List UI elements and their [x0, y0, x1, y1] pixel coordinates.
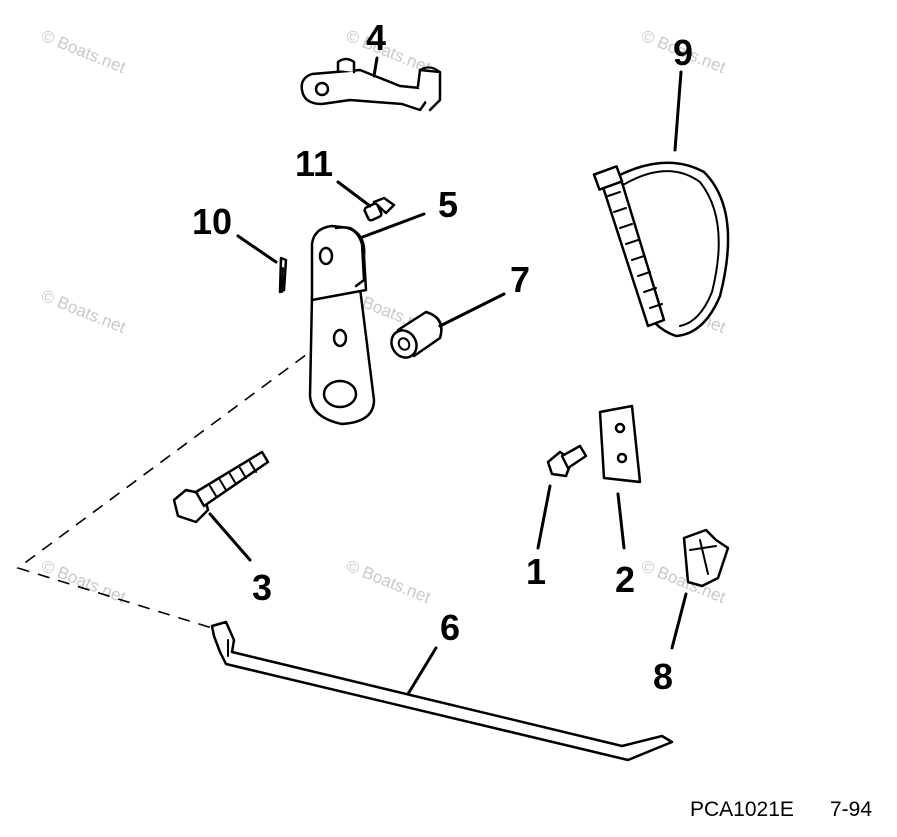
part-4-link-bracket — [300, 57, 442, 112]
callout-10: 10 — [192, 201, 232, 242]
leader-2 — [616, 492, 626, 550]
callout-11: 11 — [295, 143, 333, 184]
leader-6 — [406, 646, 438, 696]
leader-7 — [438, 292, 506, 328]
leader-9 — [673, 70, 683, 152]
callout-9: 9 — [673, 32, 693, 73]
leader-3 — [208, 512, 252, 562]
part-7-bushing — [390, 310, 443, 359]
callout-1: 1 — [526, 551, 546, 592]
watermark: © Boats.net — [344, 556, 434, 607]
part-8-clip — [682, 528, 730, 588]
part-11-screw — [363, 196, 396, 222]
drawing-code: PCA1021E — [690, 798, 794, 821]
part-6-rod — [210, 620, 674, 762]
leader-4 — [372, 56, 379, 78]
watermark: © Boats.net — [39, 556, 129, 607]
watermarks: © Boats.net © Boats.net © Boats.net © Bo… — [39, 26, 729, 607]
part-5-lever-arm — [308, 224, 376, 426]
callout-6: 6 — [440, 607, 460, 648]
callout-4: 4 — [366, 17, 386, 58]
drawing-date: 7-94 — [830, 798, 872, 821]
leader-5 — [358, 212, 426, 240]
callout-7: 7 — [510, 259, 530, 300]
part-1-screw — [546, 444, 588, 478]
callout-8: 8 — [653, 656, 673, 697]
leader-8 — [670, 592, 688, 650]
watermark: © Boats.net — [39, 286, 129, 337]
leader-10 — [236, 234, 278, 264]
callout-numbers: 4 9 11 5 10 7 3 1 2 8 6 — [192, 17, 693, 697]
part-10-cotter-pin — [278, 256, 288, 294]
watermark: © Boats.net — [39, 26, 129, 77]
part-9-strap — [592, 161, 730, 338]
leader-lines — [208, 56, 688, 696]
callout-3: 3 — [252, 567, 272, 608]
callout-2: 2 — [615, 559, 635, 600]
callout-5: 5 — [438, 184, 458, 225]
part-2-plate — [598, 404, 642, 484]
leader-11 — [336, 180, 372, 208]
part-3-bolt — [172, 450, 270, 524]
assembly-dashed-line — [16, 342, 323, 629]
leader-1 — [536, 484, 552, 550]
